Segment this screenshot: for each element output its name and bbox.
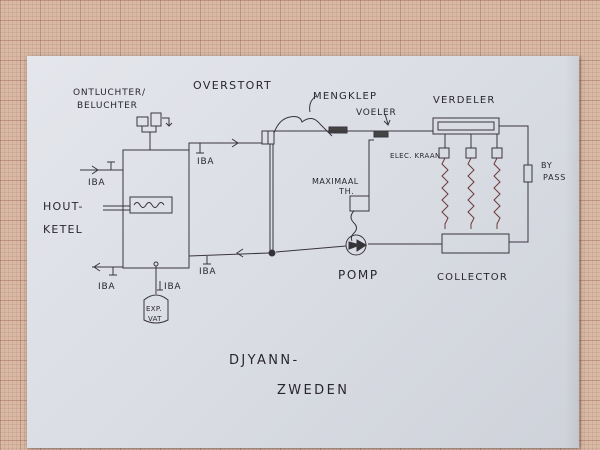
paper-edge (565, 56, 579, 448)
boiler (122, 149, 190, 269)
label-exp: EXP. (146, 305, 162, 313)
electric-valve-3 (491, 147, 503, 159)
label-pomp: POMP (338, 268, 379, 282)
electric-valve-2 (465, 147, 477, 159)
vent-arrow (162, 117, 173, 127)
mixing-valve (328, 126, 348, 134)
return-pipe-boiler (188, 252, 270, 257)
label-verdeler: VERDELER (433, 95, 496, 106)
thermostat-lead (350, 210, 357, 242)
label-iba-left: IBA (88, 178, 105, 188)
distributor (432, 117, 500, 135)
label-overstort: OVERSTORT (193, 79, 272, 92)
vent-unit-left (136, 116, 149, 127)
vent-unit-right (150, 112, 162, 127)
label-djyann: DJYANN- (229, 353, 300, 368)
label-iba-top: IBA (197, 157, 214, 167)
label-pass: PASS (543, 173, 566, 182)
label-beluchter: BELUCHTER (77, 101, 138, 111)
distributor-inner (437, 121, 495, 131)
label-vat: VAT (148, 315, 162, 323)
pump-impeller (348, 239, 367, 252)
temp-sensor (373, 130, 389, 138)
label-by: BY (541, 161, 553, 170)
bypass-pipe-bottom (509, 182, 529, 243)
voeler-arrow (383, 113, 391, 126)
label-maximaal: MAXIMAAL (312, 177, 359, 186)
label-voeler: VOELER (356, 108, 397, 118)
bypass-pipe-top (499, 125, 529, 165)
label-hout: HOUT- (43, 200, 84, 213)
label-collector: COLLECTOR (437, 272, 508, 283)
label-ontluchter: ONTLUCHTER/ (73, 88, 146, 98)
max-thermostat (349, 195, 370, 212)
electric-valve-1 (438, 147, 450, 159)
thermostat-line (368, 139, 374, 196)
supply-arrow (231, 138, 239, 148)
label-mengklep: MENGKLEP (313, 91, 377, 102)
circuit-3 (493, 157, 501, 229)
return-pipe-mid (275, 245, 347, 253)
bypass-valve (523, 164, 533, 183)
circuit-2 (467, 157, 475, 229)
label-iba-bottom-left: IBA (98, 282, 115, 292)
boiler-heat-exchanger (129, 196, 173, 214)
label-zweden: ZWEDEN (277, 383, 349, 398)
expansion-vessel (143, 294, 169, 324)
vent-connector (141, 126, 157, 133)
label-elec-kraan: ELEC. KRAAN (390, 152, 441, 160)
label-iba-bottom-mid: IBA (199, 267, 216, 277)
boiler-sensor (153, 261, 159, 267)
label-ketel: KETEL (43, 223, 83, 236)
iba-left-arrow (91, 165, 99, 175)
circuit-1 (441, 157, 449, 229)
mengklep-pointer (309, 95, 317, 113)
return-junction (268, 249, 276, 257)
iba-bottom-left-arrow (93, 262, 101, 272)
label-th: TH. (338, 187, 355, 196)
label-iba-exp: IBA (164, 282, 181, 292)
collector (441, 233, 510, 254)
exchanger-coil (133, 202, 165, 208)
mixing-loop (273, 116, 333, 137)
return-arrow (236, 248, 244, 258)
